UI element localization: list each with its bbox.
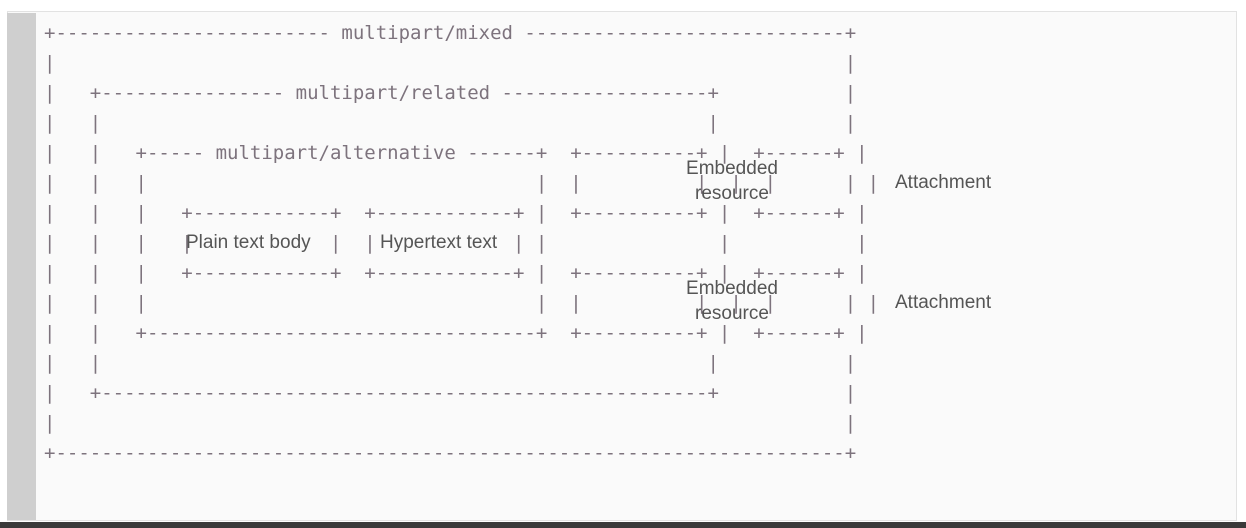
blockquote-rail [7, 13, 36, 520]
label-embedded-resource-2: Embedded resource [686, 278, 778, 324]
art-row-13: | | [44, 412, 857, 434]
art-row-11: | | | | [44, 352, 857, 374]
art-row-7: | | | | | | | | | | [44, 232, 868, 254]
art-row-8: | | | +------------+ +------------+ | +-… [44, 262, 868, 284]
label-attachment-1: Attachment [895, 172, 992, 193]
label-plain-text-body: Plain text body [186, 232, 311, 253]
art-row-4: | | +----- multipart/alternative ------+… [44, 142, 868, 164]
ascii-art-diagram: +------------------------ multipart/mixe… [44, 18, 1224, 508]
content-card [7, 11, 1237, 521]
art-row-1: | | [44, 52, 857, 74]
bottom-band [0, 522, 1246, 528]
art-row-3: | | | | [44, 112, 857, 134]
art-row-6: | | | +------------+ +------------+ | +-… [44, 202, 868, 224]
art-row-14: +---------------------------------------… [44, 442, 857, 464]
art-row-0: +------------------------ multipart/mixe… [44, 22, 857, 44]
art-row-12: | +-------------------------------------… [44, 382, 857, 404]
label-embedded-resource-1: Embedded resource [686, 158, 778, 204]
label-hypertext-text: Hypertext text [380, 232, 498, 253]
art-row-2: | +---------------- multipart/related --… [44, 82, 857, 104]
art-row-5: | | | | | | | | | | [44, 172, 880, 194]
art-row-10: | | +----------------------------------+… [44, 322, 868, 344]
art-row-9: | | | | | | | | | | [44, 292, 880, 314]
label-attachment-2: Attachment [895, 292, 992, 313]
